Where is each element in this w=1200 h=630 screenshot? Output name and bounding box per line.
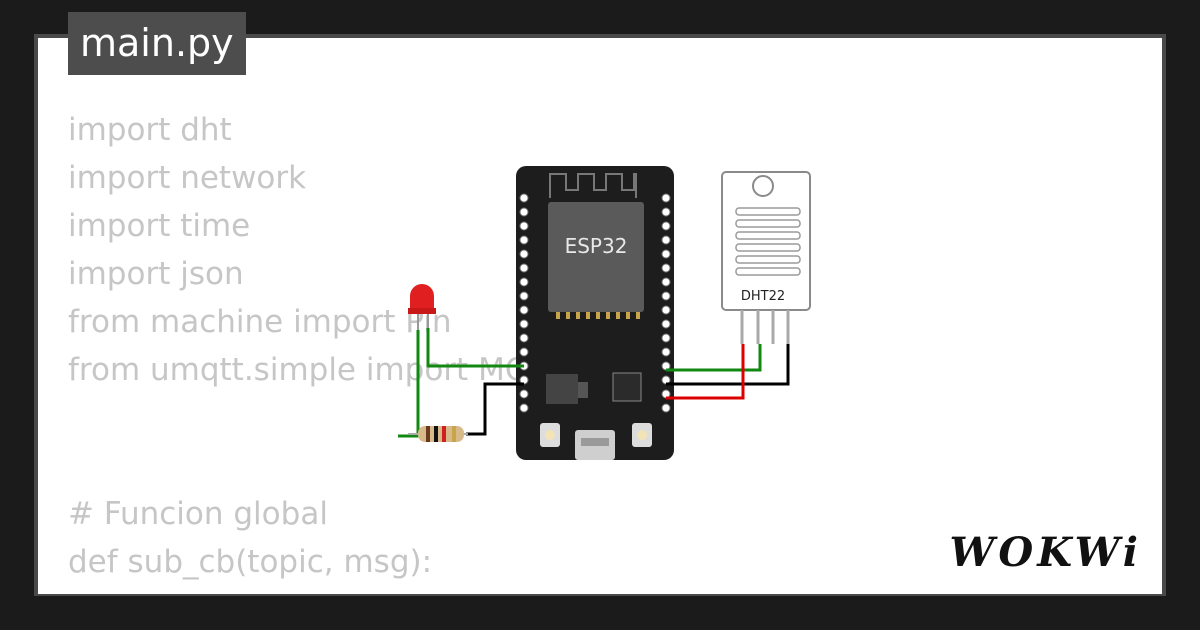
sensor-wires — [666, 344, 790, 400]
led-wires — [398, 328, 524, 438]
esp32-board[interactable]: ESP32 — [516, 166, 674, 460]
code-line: #global MSG_ONOFF — [68, 586, 654, 594]
file-tab[interactable]: main.py — [68, 12, 246, 75]
resistor[interactable] — [408, 426, 468, 442]
circuit-diagram: ESP32 — [398, 166, 811, 460]
red-led[interactable] — [408, 284, 436, 330]
dht22-sensor[interactable]: DHT22 — [721, 171, 811, 344]
code-line: # Funcion global — [68, 496, 328, 532]
code-line: def sub_cb(topic, msg): — [68, 544, 433, 580]
simulation-canvas[interactable]: import dht import network import time im… — [38, 38, 1162, 594]
sensor-label: DHT22 — [741, 289, 785, 304]
code-line: import json — [68, 256, 244, 292]
board-label: ESP32 — [565, 234, 628, 258]
code-line: import dht — [68, 112, 232, 148]
wokwi-logo: WOKWi — [949, 529, 1142, 576]
code-line: import network — [68, 160, 307, 196]
code-line: import time — [68, 208, 251, 244]
